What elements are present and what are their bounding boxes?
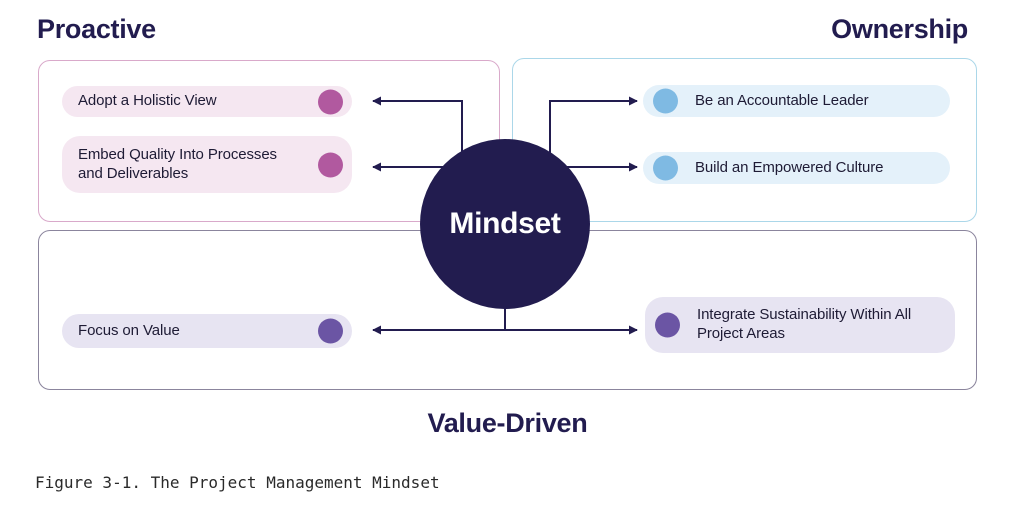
pill-integrate-sustainability: Integrate Sustainability Within All Proj… xyxy=(645,297,955,353)
magenta-dot-icon xyxy=(318,152,343,177)
pill-integrate-label: Integrate Sustainability Within All Proj… xyxy=(697,306,912,342)
pill-focus-label: Focus on Value xyxy=(78,321,180,339)
pill-empowered-label: Build an Empowered Culture xyxy=(695,158,884,176)
pill-focus-on-value: Focus on Value xyxy=(62,314,352,348)
pill-accountable-label: Be an Accountable Leader xyxy=(695,91,869,109)
ownership-title: Ownership xyxy=(831,14,968,44)
blue-dot-icon xyxy=(653,155,678,181)
purple-dot-icon xyxy=(655,312,680,338)
purple-dot-icon xyxy=(318,318,343,344)
pill-embed-quality: Embed Quality Into Processes and Deliver… xyxy=(62,136,352,193)
mindset-circle: Mindset xyxy=(420,139,590,309)
magenta-dot-icon xyxy=(318,89,343,114)
pill-accountable-leader: Be an Accountable Leader xyxy=(643,85,950,117)
blue-dot-icon xyxy=(653,88,678,114)
proactive-title: Proactive xyxy=(37,14,156,44)
pill-adopt-holistic-view: Adopt a Holistic View xyxy=(62,86,352,117)
value-driven-title: Value-Driven xyxy=(427,408,588,438)
pill-embed-label: Embed Quality Into Processes and Deliver… xyxy=(78,145,277,182)
pill-empowered-culture: Build an Empowered Culture xyxy=(643,152,950,184)
mindset-label: Mindset xyxy=(449,207,561,240)
pill-adopt-label: Adopt a Holistic View xyxy=(78,92,217,110)
figure-caption: Figure 3-1. The Project Management Minds… xyxy=(35,473,440,492)
